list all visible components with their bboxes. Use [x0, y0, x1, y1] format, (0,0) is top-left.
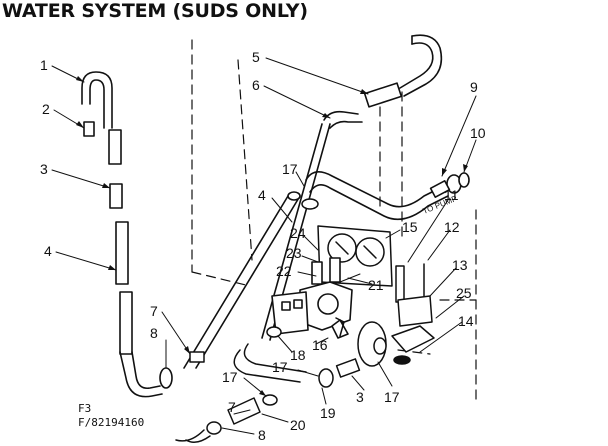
diagram-title: WATER SYSTEM (SUDS ONLY)	[2, 0, 308, 22]
callout-4-center: 4	[258, 187, 266, 203]
leader-lines	[51, 57, 477, 435]
callout-8-left: 8	[150, 325, 158, 341]
callout-7-low: 7	[228, 399, 236, 415]
cabinet-outline	[191, 39, 477, 401]
part-number: F/82194160	[78, 416, 145, 429]
callout-6: 6	[252, 77, 260, 93]
left-hose-assembly	[81, 71, 173, 398]
callout-9: 9	[470, 79, 478, 95]
callout-18: 18	[290, 347, 306, 363]
callout-14: 14	[458, 313, 474, 329]
callout-7-left: 7	[150, 303, 158, 319]
callout-17-right: 17	[384, 389, 400, 405]
callout-24: 24	[290, 225, 306, 241]
callout-3: 3	[40, 161, 48, 177]
arrowheads	[76, 76, 468, 396]
lower-fittings	[175, 198, 361, 443]
callout-21: 21	[368, 277, 384, 293]
callout-23: 23	[286, 245, 302, 261]
callout-15: 15	[402, 219, 418, 235]
callout-17-top: 17	[282, 161, 298, 177]
callout-10: 10	[470, 125, 486, 141]
callout-17-low: 17	[222, 369, 238, 385]
callout-5: 5	[252, 49, 260, 65]
callout-11: 11	[444, 187, 459, 203]
center-tube	[183, 34, 443, 369]
solenoid-assembly	[357, 263, 435, 367]
callout-13: 13	[452, 257, 468, 273]
callout-1: 1	[40, 57, 48, 73]
callout-25: 25	[456, 285, 472, 301]
callout-8-low: 8	[258, 427, 266, 443]
callout-4-left: 4	[44, 243, 52, 259]
callout-12: 12	[444, 219, 460, 235]
callout-20: 20	[290, 417, 306, 433]
callout-19: 19	[320, 405, 336, 421]
callout-3-low: 3	[356, 389, 364, 405]
figure-code: F3	[78, 402, 92, 415]
callout-17-mid: 17	[272, 359, 288, 375]
callout-16: 16	[312, 337, 328, 353]
pump-hose	[305, 171, 470, 221]
callout-numbers: 1 2 3 4 5 6 9 10 11 12 13 25 14 15 4 17 …	[40, 49, 486, 443]
water-valve	[271, 257, 353, 339]
callout-2: 2	[42, 101, 50, 117]
callout-22: 22	[276, 263, 292, 279]
